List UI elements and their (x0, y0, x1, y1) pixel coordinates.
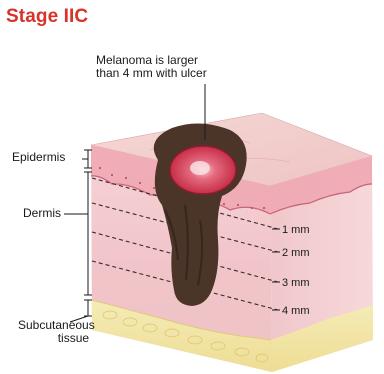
depth-label-1mm: 1 mm (282, 224, 310, 236)
layer-brackets (64, 150, 92, 322)
depth-label-3mm: 3 mm (282, 277, 310, 289)
label-dermis: Dermis (23, 207, 61, 220)
label-epidermis: Epidermis (12, 151, 65, 164)
ulcer-highlight (190, 161, 210, 175)
depth-label-4mm: 4 mm (282, 305, 310, 317)
label-subcutaneous-tissue: Subcutaneous tissue (18, 319, 95, 345)
depth-label-2mm: 2 mm (282, 247, 310, 259)
label-subcutaneous-line-2: tissue (18, 332, 95, 345)
